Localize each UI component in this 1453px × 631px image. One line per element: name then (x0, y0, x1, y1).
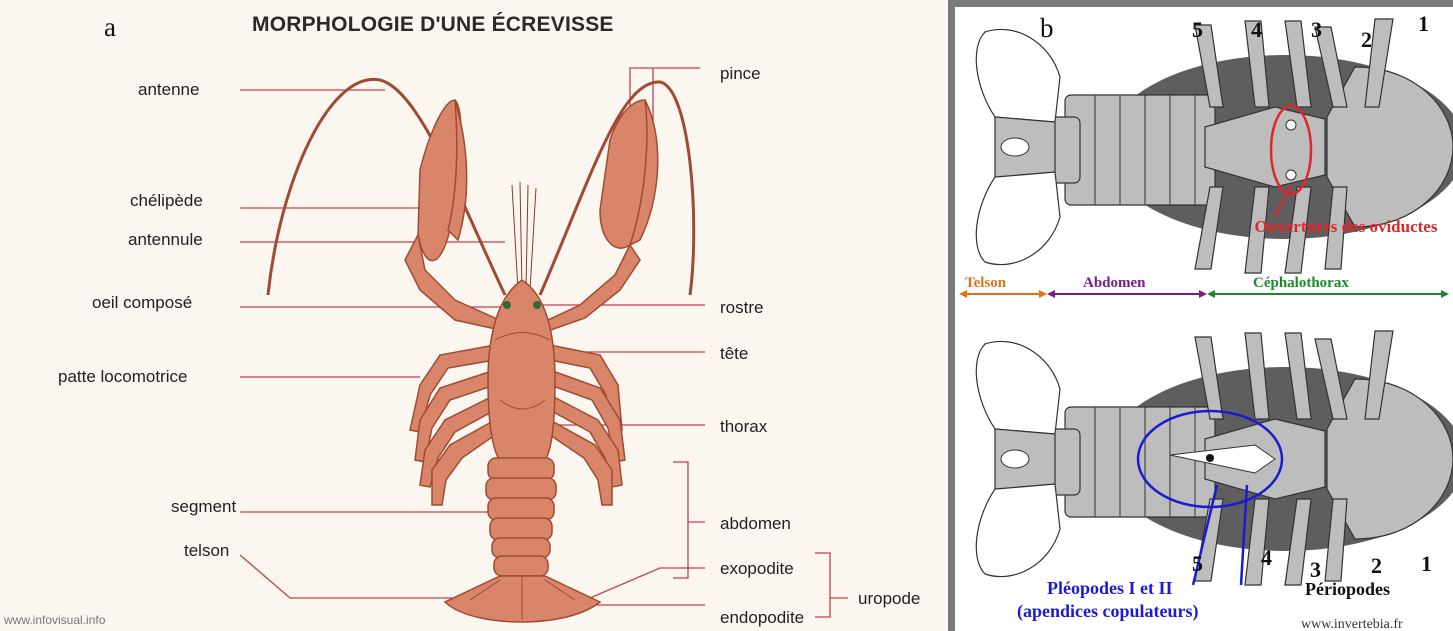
label-oeil-compose: oeil composé (92, 293, 192, 313)
label-tete: tête (720, 344, 748, 364)
bottom-number-2: 2 (1371, 553, 1382, 579)
label-abdomen: Abdomen (1083, 275, 1146, 292)
bottom-number-1: 1 (1421, 551, 1432, 577)
label-endopodite: endopodite (720, 608, 804, 628)
region-arrows (959, 290, 1449, 298)
bottom-number-4: 4 (1261, 545, 1272, 571)
credit-infovisual: www.infovisual.info (4, 613, 105, 627)
ventral-schematics (955, 7, 1453, 631)
label-thorax: thorax (720, 417, 767, 437)
label-segment: segment (171, 497, 236, 517)
label-exopodite: exopodite (720, 559, 794, 579)
crayfish-body (405, 100, 658, 622)
label-abdomen: abdomen (720, 514, 791, 534)
credit-invertebia: www.invertebia.fr (1301, 617, 1403, 631)
label-telson: Telson (965, 275, 1006, 292)
label-chelipede: chélipède (130, 191, 203, 211)
label-oviductes: Ouvertures des oviductes (1241, 217, 1451, 237)
panel-b-ventral-views: b 5 4 3 2 1 Ouvertures des oviductes Tel… (948, 0, 1453, 631)
label-pince: pince (720, 64, 761, 84)
ventral-view-male (976, 331, 1453, 585)
panel-letter-a: a (104, 12, 116, 43)
eye-left (503, 301, 511, 309)
top-number-1: 1 (1418, 11, 1429, 37)
eye-right (533, 301, 541, 309)
label-patte-locomotrice: patte locomotrice (58, 367, 187, 387)
label-periopodes: Périopodes (1305, 579, 1390, 600)
label-pleopodes: Pléopodes I et II (1047, 578, 1173, 599)
top-number-4: 4 (1251, 17, 1262, 43)
top-number-3: 3 (1311, 17, 1322, 43)
label-antenne: antenne (138, 80, 199, 100)
label-rostre: rostre (720, 298, 763, 318)
label-uropode: uropode (858, 589, 920, 609)
panel-a-crayfish-morphology: a MORPHOLOGIE D'UNE ÉCREVISSE antenne ch… (0, 0, 948, 631)
bottom-number-5: 5 (1192, 551, 1203, 577)
top-number-5: 5 (1192, 17, 1203, 43)
label-cephalothorax: Céphalothorax (1253, 275, 1349, 292)
label-telson: telson (184, 541, 229, 561)
panel-letter-b: b (1040, 13, 1054, 44)
label-apendices: (apendices copulateurs) (1017, 601, 1199, 622)
top-number-2: 2 (1361, 27, 1372, 53)
label-antennule: antennule (128, 230, 203, 250)
diagram-title: MORPHOLOGIE D'UNE ÉCREVISSE (252, 13, 614, 37)
